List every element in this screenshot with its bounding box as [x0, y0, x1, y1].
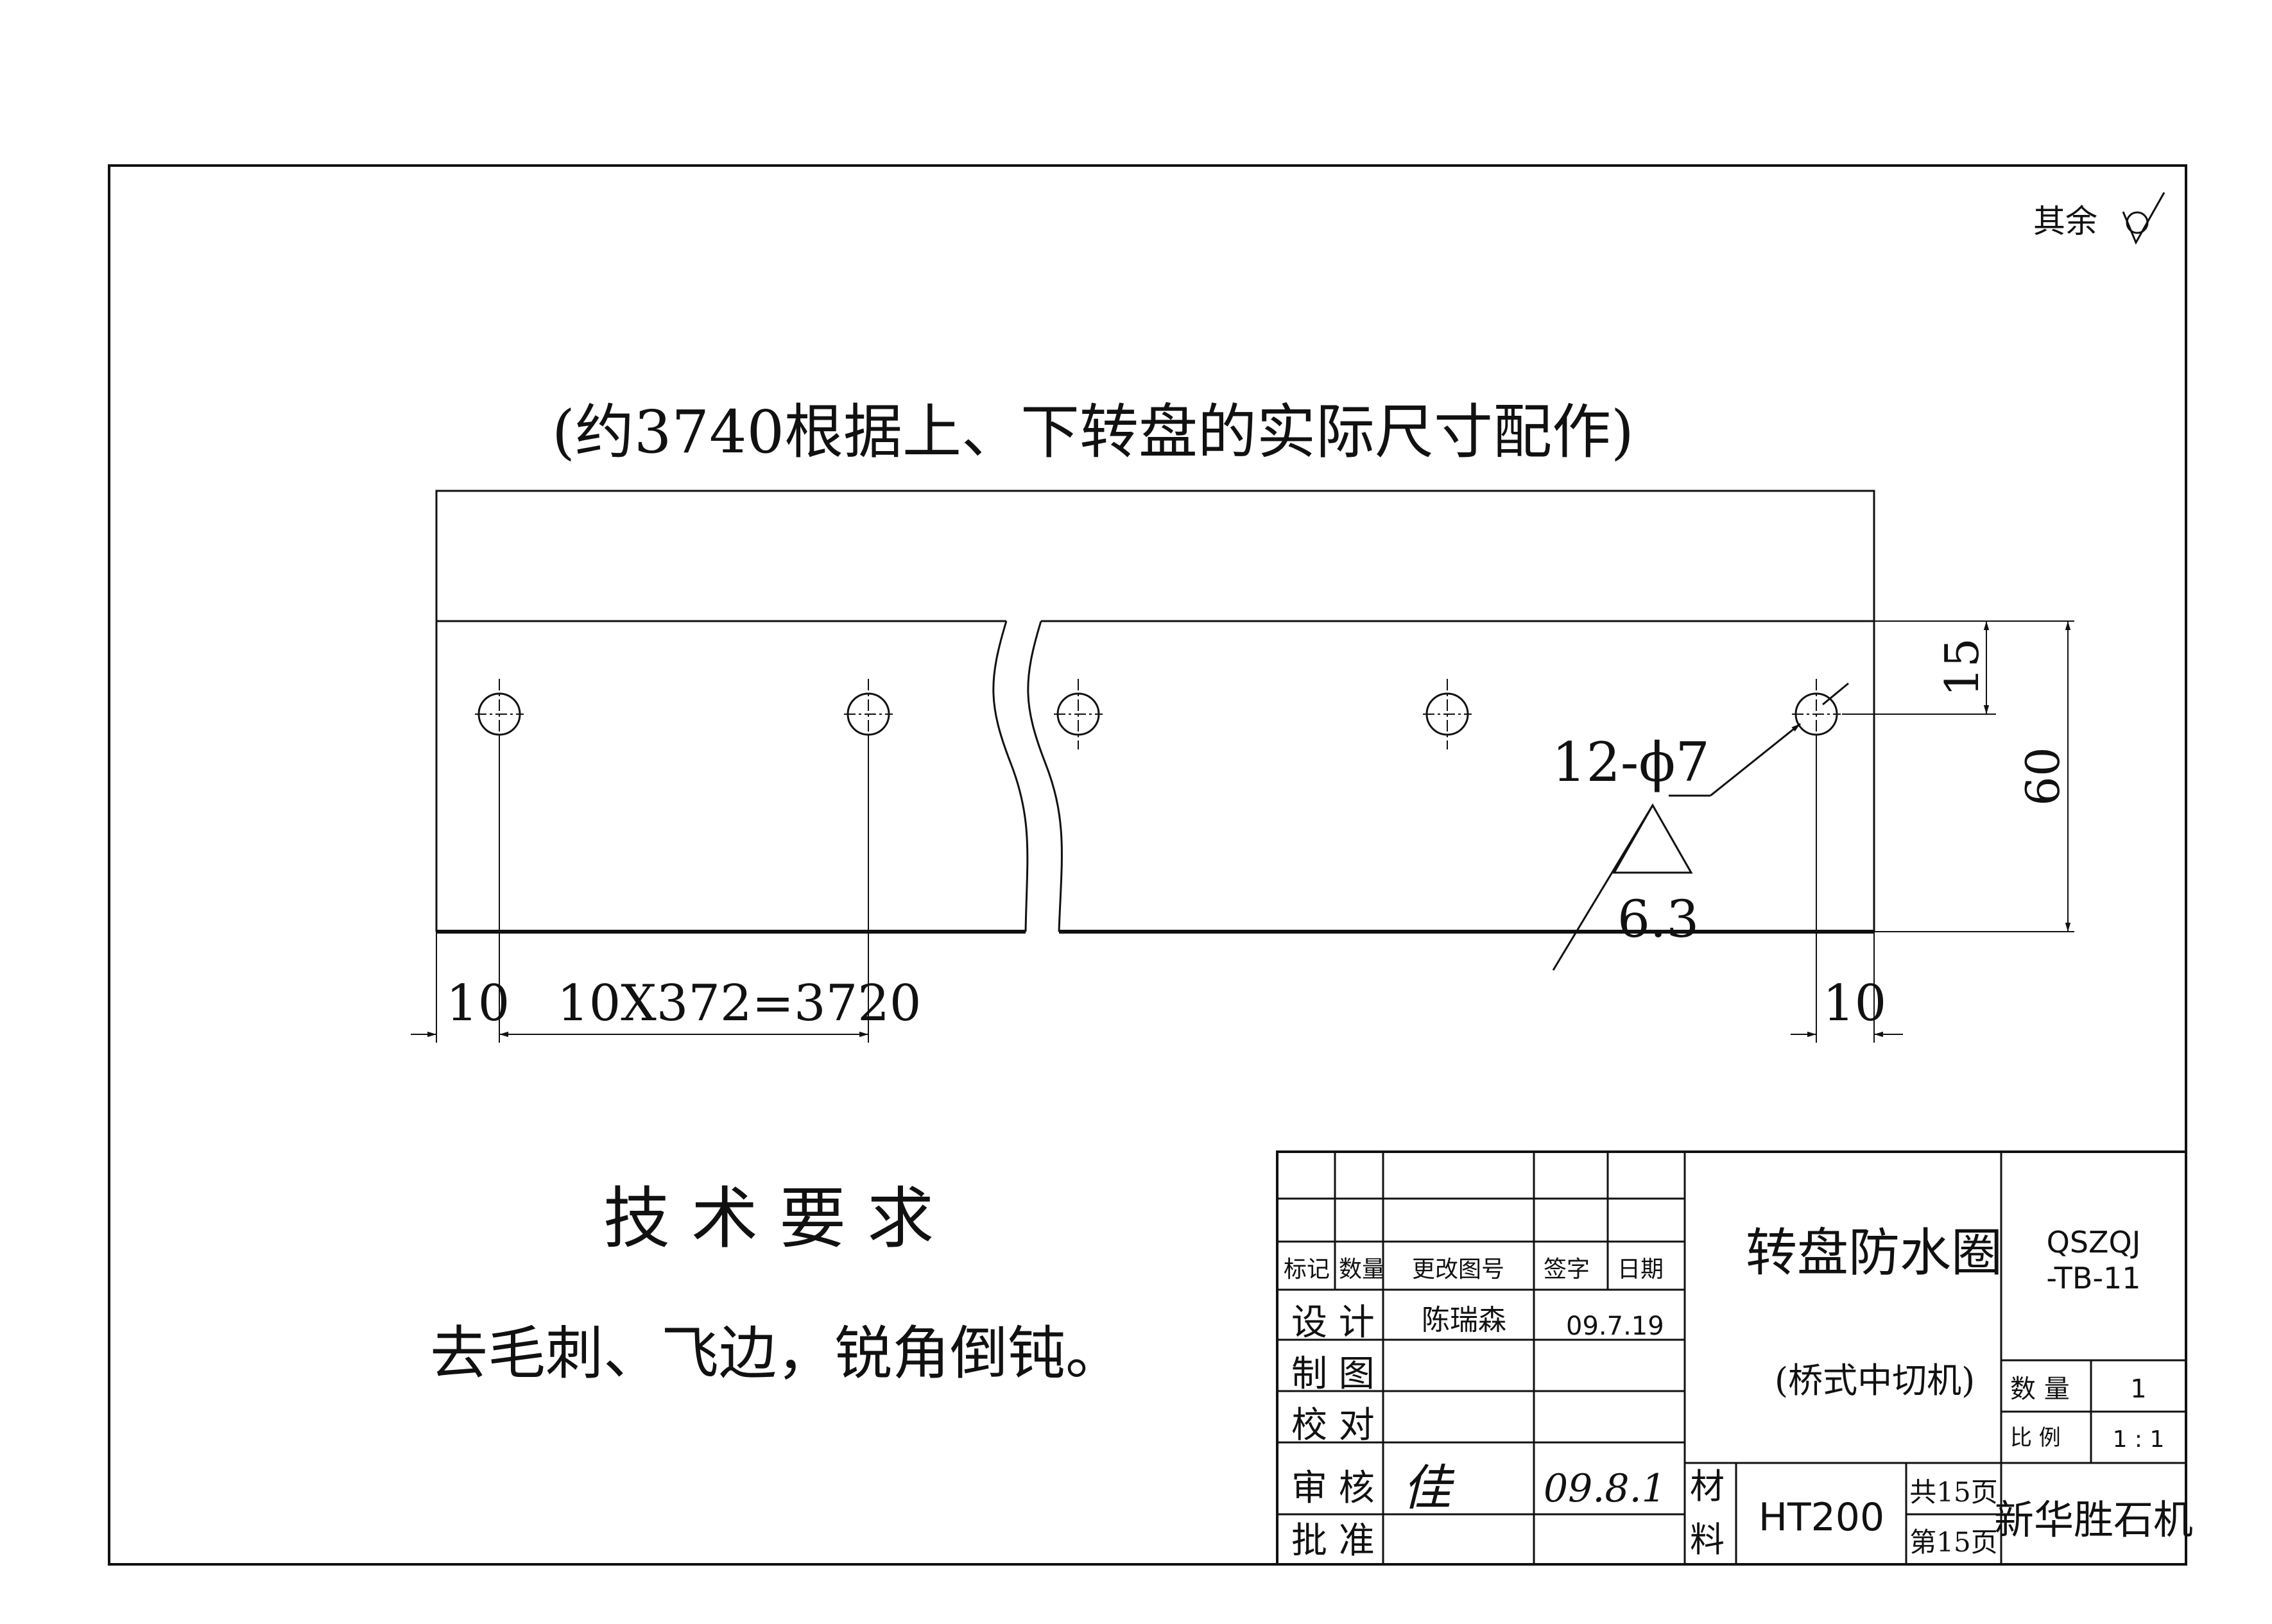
scale-label: 比 例	[2010, 1425, 2061, 1451]
dim-left-end: 10	[446, 975, 510, 1032]
hole-4-centerline	[1423, 679, 1472, 749]
roughness-value: 6.3	[1617, 889, 1699, 949]
company-name: 新华胜石机	[1994, 1496, 2193, 1543]
break-line-right	[1027, 620, 1063, 932]
part-name: 转盘防水圈	[1746, 1223, 2002, 1283]
review-date: 09.8.1	[1544, 1466, 1666, 1511]
title-block-col-lines-upper	[1334, 1152, 1609, 1564]
dim-pitch: 10X372=3720	[557, 975, 922, 1032]
drawing-number-line2: -TB-11	[2046, 1261, 2140, 1295]
role-review: 审 核	[1291, 1467, 1375, 1509]
material-value: HT200	[1759, 1495, 1884, 1540]
hole-callout-leader	[1710, 722, 1801, 797]
role-drawing: 制 图	[1291, 1353, 1375, 1395]
hole-callout-leader-far	[1822, 682, 1849, 706]
drawing-frame	[108, 164, 2187, 1566]
hole-5-centerline	[1792, 679, 1841, 749]
hole-1-centerline	[475, 679, 524, 749]
tech-req-text: 去毛刺、飞边，锐角倒钝。	[430, 1320, 1123, 1387]
right-dimensions: 15 60	[1842, 620, 2074, 932]
tech-req-heading: 技 术 要 求	[603, 1179, 934, 1258]
overall-length-line	[435, 490, 1875, 621]
role-check: 校 对	[1291, 1405, 1375, 1446]
role-approve: 批 准	[1291, 1520, 1375, 1562]
roughness-leader	[1552, 805, 1654, 971]
hole-3	[1054, 679, 1103, 749]
title-block-row-lines	[1277, 1197, 1685, 1516]
drawing-number-line1: QSZQJ	[2047, 1225, 2141, 1260]
title-block-col-lines-right	[1683, 1152, 2002, 1564]
hole-2-centerline	[844, 679, 893, 749]
hole-4	[1423, 679, 1472, 749]
hole-callout-text: 12-ϕ7	[1552, 731, 1710, 794]
roughness-callout: 6.3	[1552, 803, 1699, 971]
part-outline	[435, 620, 1875, 934]
header-mark: 标记	[1284, 1256, 1330, 1283]
break-line-left	[992, 620, 1029, 932]
roughness-triangle	[1612, 803, 1693, 874]
qty-value: 1	[2130, 1374, 2146, 1404]
header-change-doc: 更改图号	[1412, 1256, 1504, 1283]
dim-height-total: 60	[2016, 747, 2070, 806]
header-date: 日期	[1617, 1256, 1664, 1283]
dim-hole-offset: 15	[1935, 638, 1989, 697]
page-number: 第15页	[1909, 1526, 1997, 1558]
dim-right-end: 10	[1823, 975, 1886, 1032]
surface-roughness-mark: 其余	[2033, 192, 2165, 245]
title-block: 标记 数量 更改图号 签字 日期 设 计 制 图 校 对 审 核 批 准 陈瑞森…	[1276, 1150, 2193, 1564]
qty-label: 数 量	[2010, 1374, 2070, 1404]
roughness-symbol-check	[2122, 192, 2165, 245]
machine-name: (桥式中切机)	[1775, 1360, 1975, 1401]
design-date: 09.7.19	[1566, 1312, 1664, 1341]
total-pages: 共15页	[1909, 1476, 1997, 1508]
material-label-1: 材	[1690, 1466, 1725, 1507]
scale-value: 1 : 1	[2113, 1426, 2165, 1453]
role-design: 设 计	[1291, 1302, 1375, 1344]
title-block-qty-lines	[2001, 1359, 2186, 1464]
reviewer-signature: 佳	[1402, 1459, 1455, 1516]
header-count: 数量	[1339, 1256, 1385, 1283]
title-block-frame	[1276, 1150, 2186, 1564]
bottom-dimensions: 10 10X372=3720 10	[411, 735, 1903, 1043]
surface-mark-prefix: 其余	[2033, 203, 2097, 240]
designer-name: 陈瑞森	[1422, 1304, 1506, 1337]
header-sign: 签字	[1544, 1256, 1590, 1283]
hole-3-centerline	[1054, 679, 1103, 749]
material-label-2: 料	[1690, 1519, 1725, 1560]
length-note: (约3740根据上、下转盘的实际尺寸配作)	[552, 398, 1634, 466]
